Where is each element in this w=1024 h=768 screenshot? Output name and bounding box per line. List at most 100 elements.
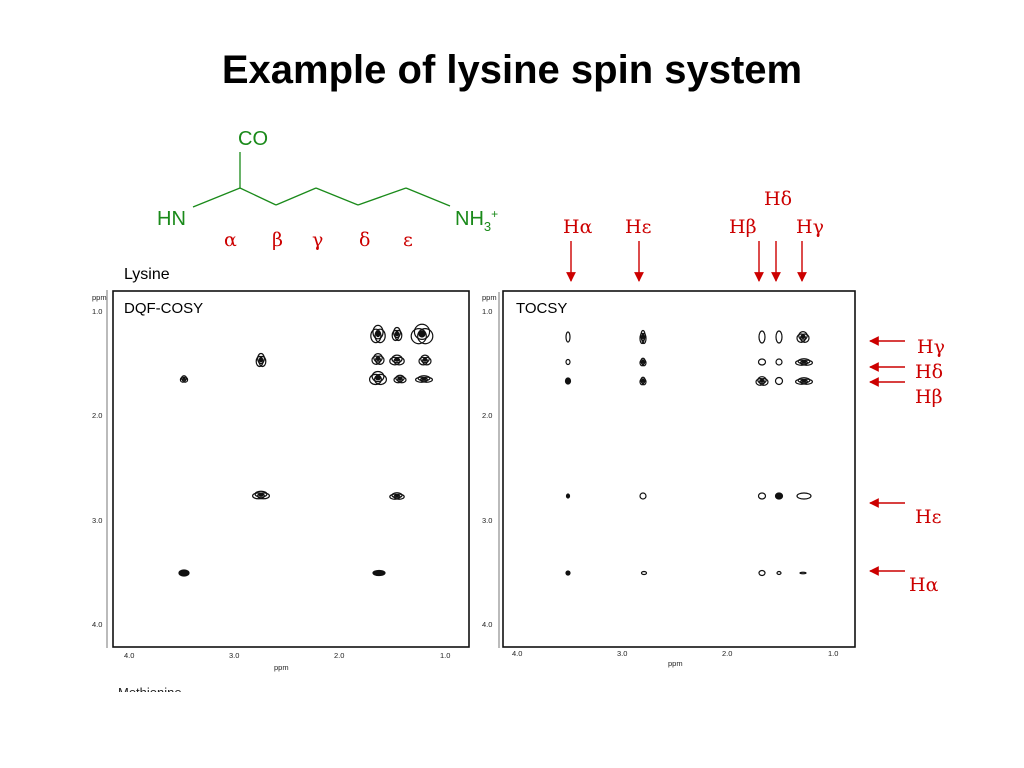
tocsy-x-tick-1: 4.0: [512, 649, 522, 658]
tocsy-crosspeak: [758, 569, 766, 577]
tocsy-crosspeak: [565, 358, 571, 366]
tocsy-y-unit: ppm: [482, 293, 497, 302]
cosy-crosspeak: [418, 354, 432, 366]
top-label-h-gamma: Hγ: [796, 216, 824, 238]
hn-label: HN: [157, 208, 186, 230]
gamma-position-label: γ: [312, 229, 323, 251]
dqf-cosy-x-unit: ppm: [274, 663, 289, 672]
tocsy-x-tick-4: 1.0: [828, 649, 838, 658]
cosy-crosspeak: [389, 354, 405, 366]
spectra-title: Lysine: [124, 266, 170, 283]
tocsy-crosspeak: [796, 330, 810, 343]
co-label: CO: [238, 128, 268, 150]
dqf-cosy-frame: [112, 290, 470, 648]
dqf-cosy-y-unit: ppm: [92, 293, 107, 302]
tocsy-crosspeak: [639, 329, 647, 345]
tocsy-crosspeak: [565, 331, 571, 343]
dqf-cosy-label: DQF-COSY: [124, 300, 203, 317]
cosy-crosspeak: [371, 352, 385, 365]
cosy-crosspeak: [389, 492, 405, 500]
cosy-crosspeak: [372, 569, 386, 577]
slide-title: Example of lysine spin system: [221, 48, 803, 92]
tocsy-crosspeak: [757, 492, 767, 500]
beta-position-label: β: [272, 229, 283, 251]
tocsy-crosspeak: [565, 570, 571, 576]
dqf-cosy-y-tick-2: 2.0: [92, 411, 102, 420]
epsilon-position-label: ε: [403, 229, 413, 251]
tocsy-crosspeak: [774, 492, 784, 500]
bond-ce-nz: [405, 187, 451, 207]
cosy-crosspeak: [393, 374, 407, 384]
top-label-h-alpha: Hα: [563, 216, 593, 238]
bond-n-ca: [192, 187, 241, 208]
top-label-h-epsilon: Hε: [625, 216, 651, 238]
tocsy-crosspeak: [799, 571, 807, 575]
dqf-cosy-x-tick-1: 4.0: [124, 651, 134, 660]
dqf-cosy-crosspeaks: [178, 323, 434, 577]
bond-cb-cg: [275, 187, 317, 206]
dqf-cosy-y-tick-1: 1.0: [92, 307, 102, 316]
bond-cg-cd: [315, 187, 359, 206]
delta-position-label: δ: [359, 229, 370, 251]
tocsy-crosspeak: [775, 330, 783, 344]
tocsy-y-tick-4: 4.0: [482, 620, 492, 629]
cosy-crosspeak: [415, 375, 433, 383]
tocsy-x-tick-3: 2.0: [722, 649, 732, 658]
cosy-crosspeak: [178, 569, 190, 577]
dqf-cosy-x-tick-2: 3.0: [229, 651, 239, 660]
cosy-crosspeak: [391, 326, 403, 342]
tocsy-crosspeak: [794, 358, 814, 366]
tocsy-crosspeak: [755, 376, 769, 386]
tocsy-crosspeak: [640, 570, 648, 576]
cosy-crosspeak: [179, 375, 189, 383]
cosy-crosspeak: [370, 324, 386, 344]
top-label-h-beta: Hβ: [729, 216, 757, 238]
cosy-crosspeak: [252, 490, 270, 500]
top-annotations: Hα Hε Hβ Hδ Hγ: [563, 188, 824, 282]
tocsy-crosspeak: [794, 377, 814, 385]
tocsy-crosspeak: [775, 358, 783, 366]
right-label-h-beta: Hβ: [915, 386, 943, 408]
tocsy-crosspeak: [639, 357, 647, 367]
tocsy-crosspeak: [639, 376, 647, 386]
right-label-h-epsilon: Hε: [915, 506, 941, 528]
tocsy-crosspeak: [565, 493, 571, 499]
tocsy-panel: TOCSY ppm 1.0 2.0 3.0 4.0 4.0 3.0 2.0 1.…: [482, 290, 856, 668]
tocsy-x-unit: ppm: [668, 659, 683, 668]
tocsy-crosspeak: [758, 330, 766, 344]
dqf-cosy-y-tick-4: 4.0: [92, 620, 102, 629]
tocsy-crosspeak: [639, 492, 647, 500]
tocsy-crosspeak: [776, 570, 782, 576]
spectra-scan: Lysine DQF-COSY ppm 1.0 2.0 3.0 4.0 4.0 …: [92, 266, 856, 692]
tocsy-crosspeaks: [564, 329, 814, 577]
tocsy-crosspeak: [774, 376, 784, 386]
top-label-h-delta: Hδ: [764, 188, 792, 210]
tocsy-y-tick-3: 3.0: [482, 516, 492, 525]
dqf-cosy-x-tick-3: 2.0: [334, 651, 344, 660]
tocsy-frame: [502, 290, 856, 648]
lysine-structure: [192, 152, 451, 208]
right-label-h-delta: Hδ: [915, 361, 943, 383]
dqf-cosy-x-tick-4: 1.0: [440, 651, 450, 660]
tocsy-x-tick-2: 3.0: [617, 649, 627, 658]
nh3-label: NH3+: [455, 207, 498, 234]
tocsy-label: TOCSY: [516, 300, 567, 317]
alpha-position-label: α: [224, 229, 237, 251]
dqf-cosy-panel: DQF-COSY ppm 1.0 2.0 3.0 4.0 4.0 3.0 2.0…: [92, 290, 470, 692]
right-label-h-alpha: Hα: [909, 574, 939, 596]
tocsy-crosspeak: [757, 358, 767, 366]
tocsy-y-tick-2: 2.0: [482, 411, 492, 420]
tocsy-y-tick-1: 1.0: [482, 307, 492, 316]
tocsy-crosspeak: [564, 377, 572, 385]
tocsy-crosspeak: [796, 492, 812, 500]
nh3-subscript: 3: [484, 219, 491, 234]
right-annotations: Hγ Hδ Hβ Hε Hα: [869, 336, 945, 596]
dqf-cosy-y-tick-3: 3.0: [92, 516, 102, 525]
cosy-crosspeak: [410, 323, 434, 345]
cosy-crosspeak: [255, 352, 267, 368]
bond-ca-cb: [239, 187, 277, 206]
nh3-base: NH: [455, 208, 484, 230]
cosy-crosspeak: [369, 370, 387, 386]
